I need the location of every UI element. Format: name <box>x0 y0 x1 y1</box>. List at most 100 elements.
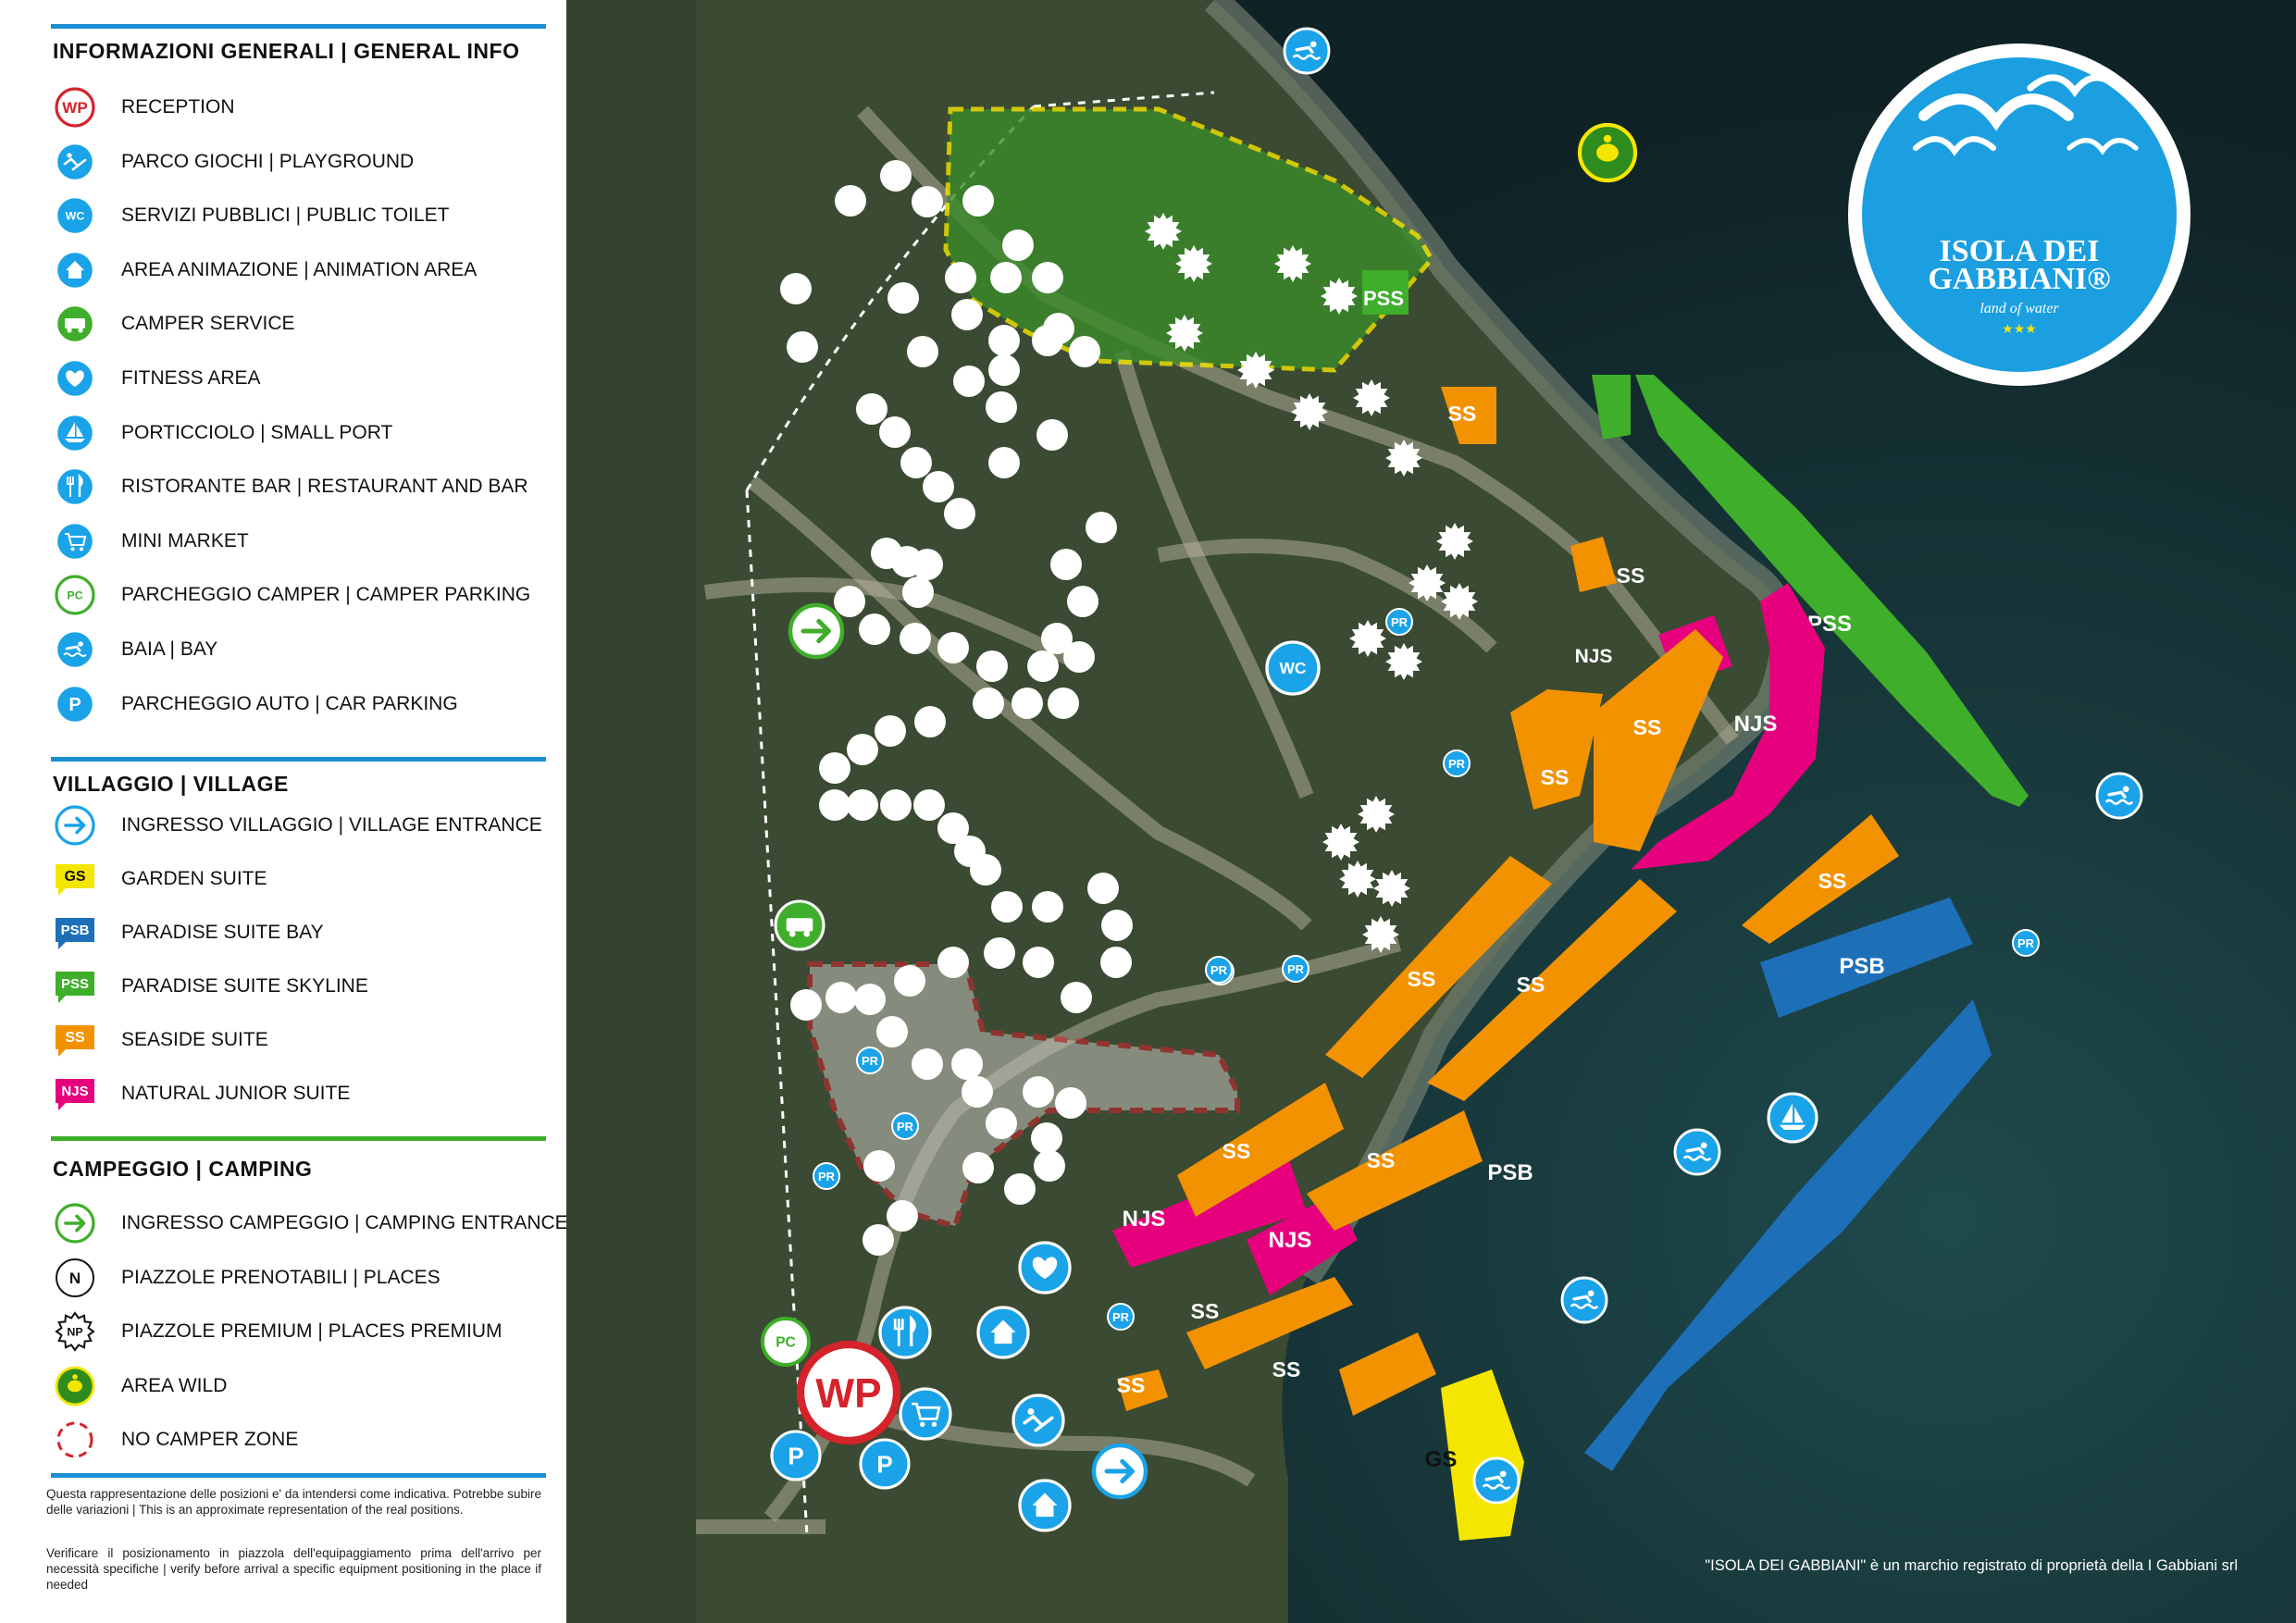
camping-entrance-arrow-icon[interactable] <box>788 602 845 660</box>
place-marker[interactable] <box>894 965 925 997</box>
bay-swimmer-icon[interactable] <box>1472 1456 1520 1505</box>
place-marker[interactable] <box>923 471 954 502</box>
premium-place-marker[interactable] <box>1145 213 1182 250</box>
place-marker[interactable] <box>907 336 938 367</box>
bay-swimmer-icon[interactable] <box>1560 1276 1608 1324</box>
place-marker[interactable] <box>902 576 934 608</box>
car-parking-icon[interactable]: P <box>770 1430 822 1481</box>
place-marker[interactable] <box>962 1152 994 1183</box>
place-marker[interactable] <box>953 365 985 397</box>
place-marker[interactable] <box>787 331 818 363</box>
premium-place-marker[interactable] <box>1353 379 1390 416</box>
place-marker[interactable] <box>944 498 975 529</box>
place-marker[interactable] <box>856 393 887 425</box>
place-marker[interactable] <box>834 586 865 617</box>
place-marker[interactable] <box>1004 1173 1036 1205</box>
place-marker[interactable] <box>988 447 1020 478</box>
place-marker[interactable] <box>819 789 850 821</box>
animation-house-icon[interactable] <box>1018 1479 1072 1532</box>
zone-ss[interactable]: SS <box>1570 537 1644 592</box>
pr-marker[interactable]: PR <box>1282 955 1309 983</box>
place-marker[interactable] <box>847 734 878 765</box>
place-marker[interactable] <box>1031 1122 1062 1154</box>
place-marker[interactable] <box>962 185 994 217</box>
place-marker[interactable] <box>1032 262 1063 293</box>
place-marker[interactable] <box>880 789 912 821</box>
premium-place-marker[interactable] <box>1441 583 1478 620</box>
premium-place-marker[interactable] <box>1385 643 1422 680</box>
place-marker[interactable] <box>912 1048 943 1080</box>
place-marker[interactable] <box>1050 549 1082 580</box>
premium-place-marker[interactable] <box>1409 564 1446 601</box>
place-marker[interactable] <box>1100 947 1132 978</box>
place-marker[interactable] <box>1041 623 1073 654</box>
place-marker[interactable] <box>988 325 1020 356</box>
place-marker[interactable] <box>986 1108 1017 1139</box>
bay-swimmer-icon[interactable] <box>1673 1128 1721 1176</box>
pr-marker[interactable]: PR <box>1385 608 1413 636</box>
zone-pss[interactable] <box>1592 375 1631 440</box>
place-marker[interactable] <box>912 186 943 217</box>
mini-market-cart-icon[interactable] <box>899 1387 952 1441</box>
zone-njs[interactable]: NJS <box>1112 1157 1307 1268</box>
premium-place-marker[interactable] <box>1362 916 1399 953</box>
place-marker[interactable] <box>951 1048 983 1080</box>
place-marker[interactable] <box>913 789 945 821</box>
zone-ss[interactable]: SS <box>1177 1083 1344 1217</box>
place-marker[interactable] <box>900 623 931 654</box>
place-marker[interactable] <box>914 706 946 737</box>
place-marker[interactable] <box>1048 688 1079 719</box>
camper-service-icon[interactable] <box>774 899 825 951</box>
zone-pss[interactable]: PSS <box>1362 270 1409 315</box>
premium-place-marker[interactable] <box>1358 796 1395 833</box>
place-marker[interactable] <box>1067 586 1098 617</box>
camper-parking-icon[interactable]: PC <box>761 1317 811 1367</box>
place-marker[interactable] <box>1032 891 1063 923</box>
fitness-heart-icon[interactable] <box>1018 1241 1072 1295</box>
place-marker[interactable] <box>986 391 1017 423</box>
place-marker[interactable] <box>790 989 822 1021</box>
premium-place-marker[interactable] <box>1175 245 1212 282</box>
zone-ss[interactable]: SS <box>1186 1277 1353 1369</box>
zone-ss[interactable]: SS <box>1594 629 1723 851</box>
place-marker[interactable] <box>988 354 1020 386</box>
place-marker[interactable] <box>819 752 850 784</box>
zone-ss[interactable]: SS <box>1742 814 1899 944</box>
pr-marker[interactable]: PR <box>1205 956 1233 984</box>
place-marker[interactable] <box>825 982 857 1013</box>
place-marker[interactable] <box>780 273 812 304</box>
place-marker[interactable] <box>835 185 866 217</box>
place-marker[interactable] <box>962 1076 993 1108</box>
place-marker[interactable] <box>1063 641 1095 673</box>
place-marker[interactable] <box>887 282 919 314</box>
village-entrance-arrow-icon[interactable] <box>1091 1443 1148 1500</box>
place-marker[interactable] <box>1032 325 1063 356</box>
place-marker[interactable] <box>1002 229 1034 261</box>
premium-place-marker[interactable] <box>1237 352 1274 389</box>
place-marker[interactable] <box>1034 1150 1065 1182</box>
zone-ss[interactable]: SS <box>1510 689 1603 810</box>
place-marker[interactable] <box>976 650 1008 682</box>
zone-psb[interactable]: PSB <box>1760 898 1973 1018</box>
place-marker[interactable] <box>859 613 890 645</box>
place-marker[interactable] <box>912 549 943 580</box>
place-marker[interactable] <box>937 812 969 844</box>
bay-swimmer-icon[interactable] <box>2095 772 2143 820</box>
place-marker[interactable] <box>937 632 969 663</box>
bay-swimmer-icon[interactable] <box>1283 27 1331 75</box>
place-marker[interactable] <box>970 854 1001 886</box>
place-marker[interactable] <box>990 262 1022 293</box>
premium-place-marker[interactable] <box>1322 824 1359 861</box>
pr-marker[interactable]: PR <box>2012 929 2040 957</box>
place-marker[interactable] <box>937 947 969 978</box>
place-marker[interactable] <box>1055 1087 1086 1119</box>
playground-icon[interactable] <box>1011 1394 1065 1447</box>
zone-ss[interactable]: SS <box>1325 856 1552 1078</box>
place-marker[interactable] <box>991 891 1023 923</box>
place-marker[interactable] <box>900 447 932 478</box>
zone-psb[interactable]: PSB <box>1487 999 1992 1471</box>
premium-place-marker[interactable] <box>1339 861 1376 898</box>
place-marker[interactable] <box>1087 873 1119 904</box>
pr-marker[interactable]: PR <box>891 1112 919 1140</box>
